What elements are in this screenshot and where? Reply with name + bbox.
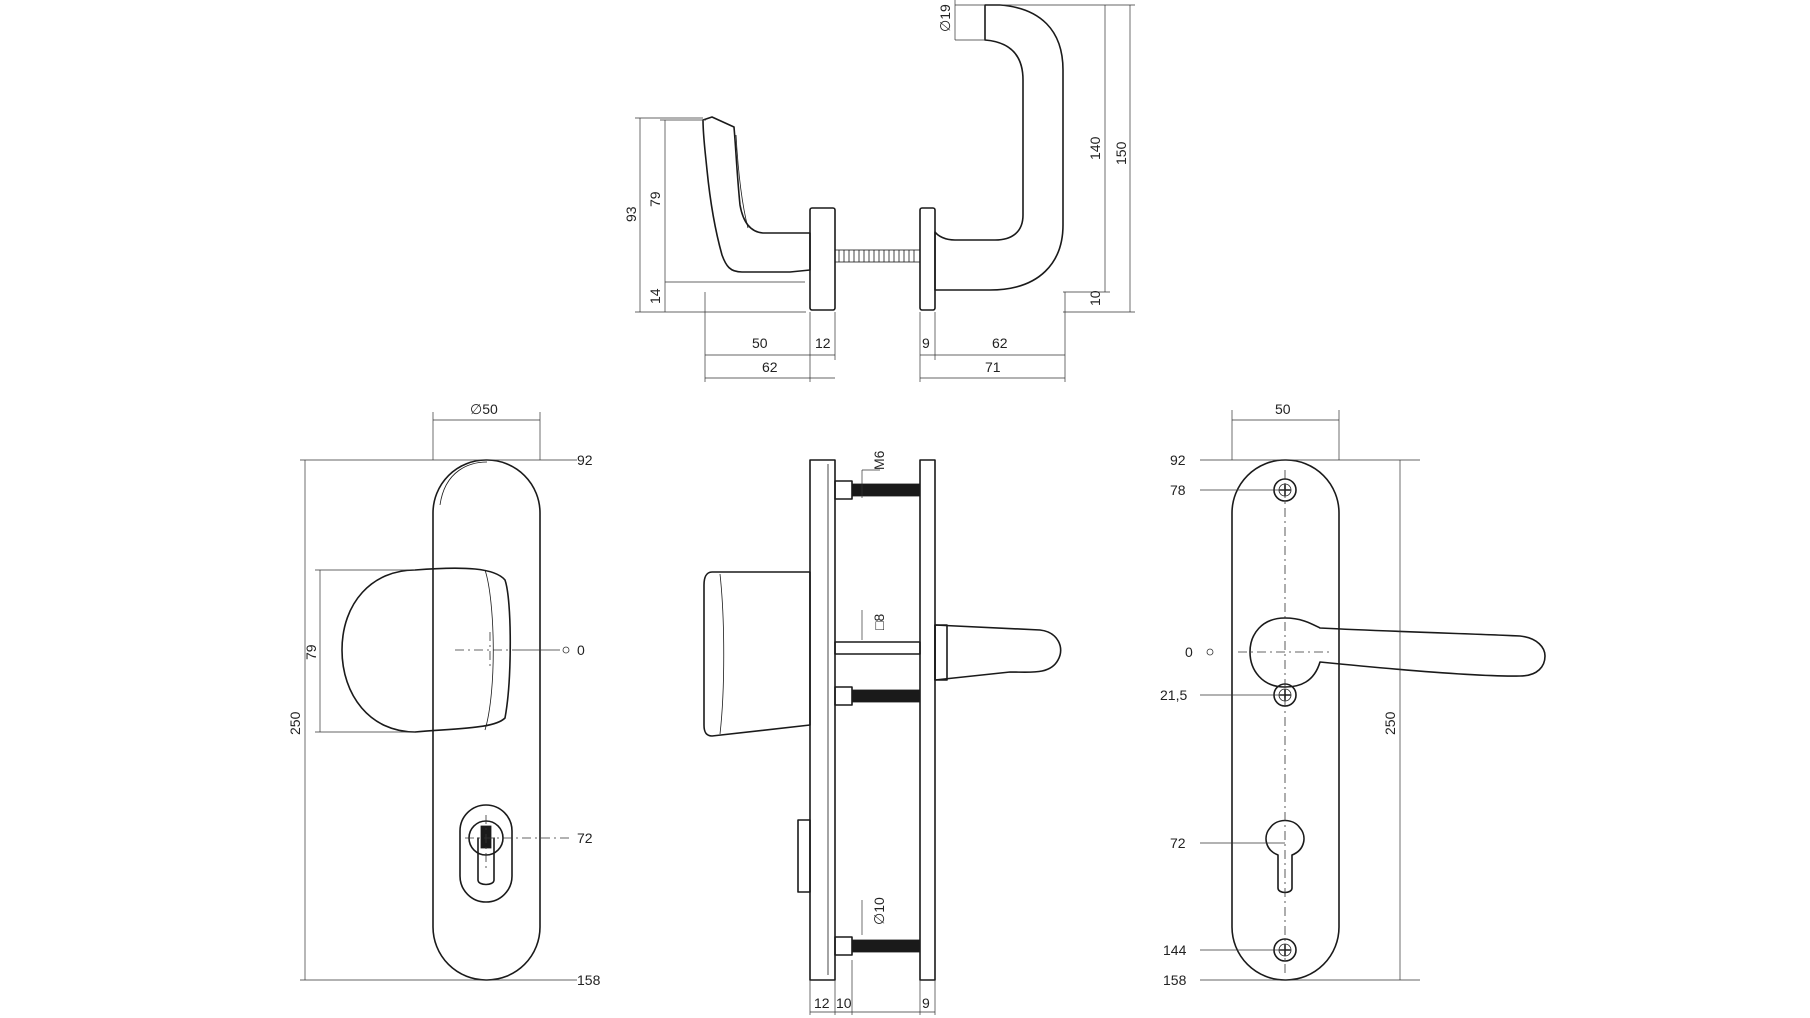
side-screw-bottom [834, 936, 921, 956]
lever-mark-0: 0 [1185, 644, 1193, 660]
top-right-lever [934, 4, 1064, 291]
knob-dim-79: 79 [303, 644, 319, 660]
top-dim-12: 12 [815, 335, 831, 351]
side-front-plate [809, 459, 836, 981]
lever-front-view: 50 92 78 0 21,5 72 144 158 250 [1160, 401, 1546, 988]
side-screw-top [834, 480, 921, 500]
top-dim-62-left: 62 [762, 359, 778, 375]
side-back-plate [919, 459, 936, 981]
side-lever [934, 624, 1062, 681]
side-dim-12: 12 [814, 995, 830, 1011]
knob-mark-92: 92 [577, 452, 593, 468]
side-label-m6: M6 [871, 450, 887, 470]
knob-mark-0: 0 [577, 642, 585, 658]
top-left-lever [702, 116, 811, 273]
top-dim-10: 10 [1087, 290, 1103, 306]
side-dim-9: 9 [922, 995, 930, 1011]
knob-dim-diameter-50: ∅50 [470, 401, 498, 417]
side-cylinder-stub [797, 819, 811, 893]
knob-cylinder-cutout [459, 804, 570, 903]
lever-keyhole [1265, 819, 1305, 894]
side-dim-10: 10 [836, 995, 852, 1011]
lever-dim-250: 250 [1382, 711, 1398, 735]
side-screw-middle [834, 686, 921, 706]
side-label-diameter-10: ∅10 [871, 897, 887, 925]
top-dim-79: 79 [647, 191, 663, 207]
top-dim-93: 93 [623, 206, 639, 222]
top-dim-150: 150 [1113, 141, 1129, 165]
top-dim-62-right: 62 [992, 335, 1008, 351]
top-dim-14: 14 [647, 288, 663, 304]
lever-mark-78: 78 [1170, 482, 1186, 498]
top-left-rose [809, 207, 836, 311]
top-spindle [834, 249, 921, 263]
side-knob [703, 571, 811, 737]
lever-mark-21-5: 21,5 [1160, 687, 1187, 703]
lever-mark-158: 158 [1163, 972, 1187, 988]
knob [341, 567, 512, 733]
lever-mark-92: 92 [1170, 452, 1186, 468]
lever-mark-72: 72 [1170, 835, 1186, 851]
top-dim-71: 71 [985, 359, 1001, 375]
top-view: ∅19 93 79 14 140 150 10 50 12 9 62 62 71 [623, 0, 1135, 382]
top-dim-diameter-19: ∅19 [937, 4, 953, 32]
knob-mark-158: 158 [577, 972, 601, 988]
lever-mark-144: 144 [1163, 942, 1187, 958]
knob-dim-250: 250 [287, 711, 303, 735]
side-label-square-8: □8 [871, 614, 887, 630]
lever-dim-50: 50 [1275, 401, 1291, 417]
knob-mark-72: 72 [577, 830, 593, 846]
top-right-rose [919, 207, 936, 311]
top-dim-140: 140 [1087, 136, 1103, 160]
side-square-spindle [834, 641, 921, 655]
side-view: M6 □8 ∅10 12 10 9 [703, 450, 1062, 1015]
lever-handle [1249, 617, 1546, 688]
lever-origin-marker [1206, 648, 1214, 656]
top-dim-9: 9 [922, 335, 930, 351]
knob-front-view: ∅50 92 0 72 158 79 250 [287, 401, 601, 988]
lever-backplate [1231, 459, 1340, 981]
knob-origin-marker [562, 646, 570, 654]
top-dim-50: 50 [752, 335, 768, 351]
